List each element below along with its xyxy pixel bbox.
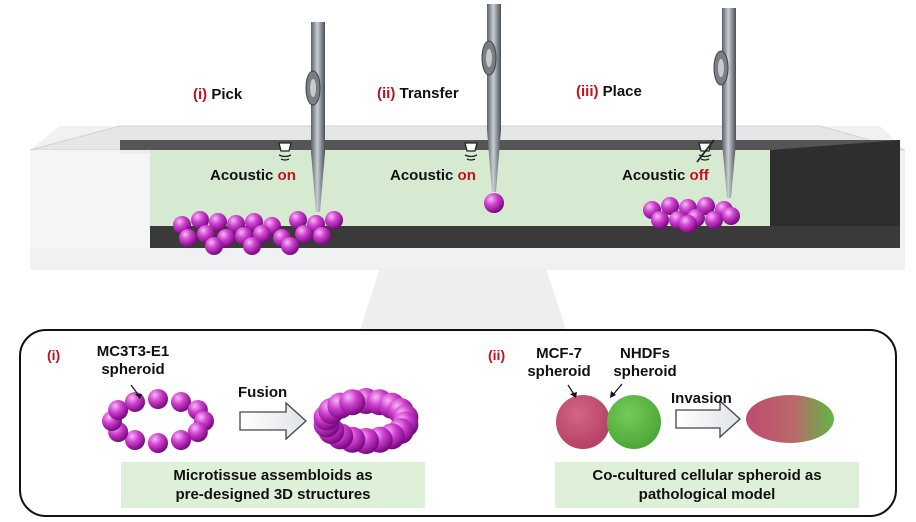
pointer-mcf7-head: [570, 392, 577, 398]
step-transfer-name: Transfer: [399, 85, 459, 102]
acoustic-place-label: Acoustic off: [622, 167, 709, 184]
tray-left-wall: [30, 150, 150, 262]
place-spheroid: [651, 211, 669, 229]
step-place-name: Place: [602, 83, 642, 100]
acoustic-place-text: Acoustic: [622, 167, 686, 184]
loose-spheroid: [171, 430, 191, 451]
caption-right-line1: Co-cultured cellular spheroid as: [592, 467, 822, 484]
nhdf-label: NHDFs spheroid: [606, 345, 684, 381]
place-spheroid: [697, 197, 715, 215]
loose-spheroid: [108, 400, 129, 420]
pick-spheroid: [179, 229, 197, 247]
transducer-off-icon: [696, 139, 715, 163]
step-pick-label: (i) Pick: [193, 86, 242, 103]
step-pick-num: (i): [193, 86, 208, 103]
place-spheroid: [661, 197, 679, 215]
pick-spheroid-cluster: [173, 211, 343, 255]
loose-spheroid: [148, 433, 168, 453]
loose-spheroid: [148, 389, 168, 409]
acoustic-pick-state: on: [277, 167, 296, 184]
transducer-icon-1: [278, 142, 292, 161]
tray-bottom-dark: [150, 226, 900, 248]
mcf7-line2: spheroid: [527, 363, 591, 380]
panel-right-num: (ii): [488, 347, 506, 363]
pick-spheroid: [325, 211, 343, 229]
step-place-label: (iii) Place: [576, 83, 642, 100]
transducer-icon-2: [464, 142, 478, 161]
pointer-nhdf-head: [610, 391, 616, 398]
hollow-arrow-icon-fusion: [239, 401, 307, 441]
invasion-label: Invasion: [671, 390, 732, 407]
place-spheroid: [722, 207, 740, 225]
mc3t3-label: MC3T3-E1 spheroid: [90, 343, 176, 379]
acoustic-transfer-text: Acoustic: [390, 167, 454, 184]
loose-spheroid: [187, 422, 208, 442]
acoustic-pick-label: Acoustic on: [210, 167, 296, 184]
mcf7-line1: MCF-7: [536, 345, 582, 362]
acoustic-transfer-label: Acoustic on: [390, 167, 476, 184]
mcf7-label: MCF-7 spheroid: [522, 345, 596, 381]
pick-spheroid: [289, 211, 307, 229]
needle-icon-2: [481, 4, 501, 192]
pick-spheroid: [295, 225, 313, 243]
fused-spheroid: [339, 389, 366, 416]
pick-spheroid: [209, 213, 227, 231]
needle-icon-1: [305, 22, 325, 212]
loose-spheroid: [125, 430, 145, 451]
connector-stand: [360, 268, 566, 330]
pick-spheroid: [243, 237, 261, 255]
pointer-mc3t3-head: [135, 394, 142, 399]
acoustic-pick-text: Acoustic: [210, 167, 274, 184]
panel-left-num: (i): [47, 347, 61, 363]
tray-side-dark: [770, 140, 900, 236]
invaded-spheroid: [746, 395, 834, 443]
nhdf-line1: NHDFs: [619, 345, 670, 362]
mc3t3-line2: spheroid: [101, 361, 165, 378]
fused-spheroid-ring: [313, 388, 419, 454]
acoustic-transfer-state: on: [457, 167, 476, 184]
pick-spheroid: [191, 211, 209, 229]
place-spheroid: [679, 215, 697, 233]
step-transfer-num: (ii): [377, 85, 396, 102]
loose-spheroid: [171, 391, 191, 412]
place-spheroid: [705, 211, 723, 229]
pick-spheroid: [313, 227, 331, 245]
nhdf-line2: spheroid: [613, 363, 677, 380]
acoustic-place-state: off: [689, 167, 709, 184]
pick-spheroid: [205, 237, 223, 255]
loose-spheroid-ring: [102, 389, 214, 453]
caption-right-line2: pathological model: [638, 486, 776, 503]
fusion-label: Fusion: [238, 384, 288, 401]
mcf7-spheroid: [556, 395, 610, 449]
caption-left-line2: pre-designed 3D structures: [175, 486, 371, 503]
pick-spheroid: [281, 237, 299, 255]
place-spheroid-cluster: [643, 197, 740, 233]
loose-spheroid: [125, 391, 145, 412]
caption-right: Co-cultured cellular spheroid as patholo…: [555, 462, 859, 508]
pick-spheroid: [253, 225, 271, 243]
caption-left: Microtissue assembloids as pre-designed …: [121, 462, 425, 508]
hollow-arrow-icon-invasion: [675, 399, 741, 439]
caption-left-line1: Microtissue assembloids as: [173, 467, 373, 484]
step-place-num: (iii): [576, 83, 599, 100]
step-transfer-label: (ii) Transfer: [377, 85, 459, 102]
nhdf-spheroid: [607, 395, 661, 449]
transfer-spheroid: [484, 193, 504, 213]
tray-floor: [30, 248, 905, 270]
needle-icon-3: [713, 8, 736, 198]
mc3t3-line1: MC3T3-E1: [96, 343, 170, 360]
step-pick-name: Pick: [211, 86, 243, 103]
